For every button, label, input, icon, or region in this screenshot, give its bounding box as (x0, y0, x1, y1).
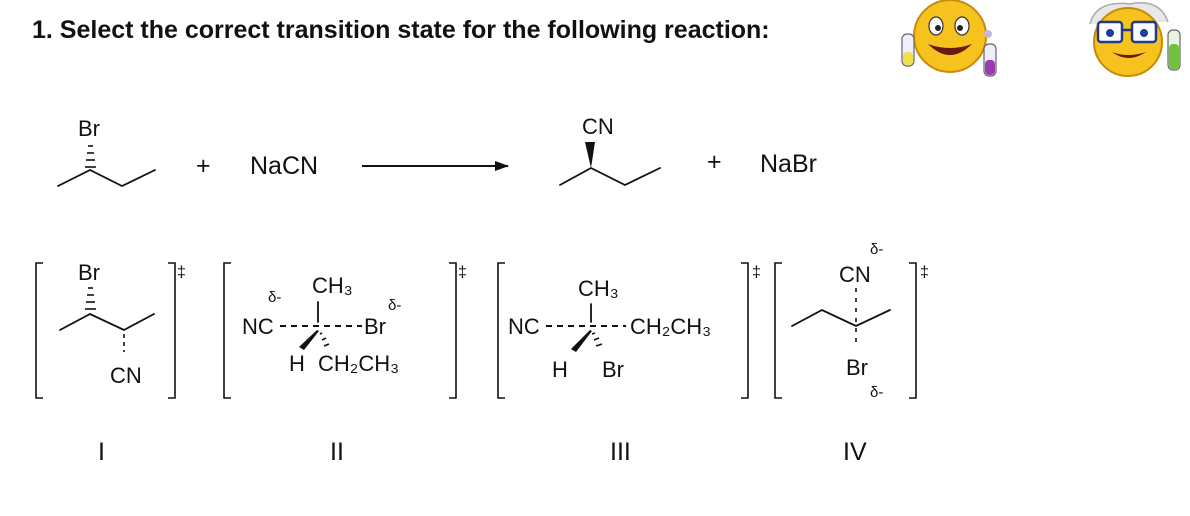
option-4-dagger: ‡ (920, 264, 929, 281)
option-3-structure: ‡ CH₃ NC CH₂CH₃ H Br (497, 262, 761, 399)
reactant-br-label: Br (78, 116, 100, 141)
option-1-dagger: ‡ (177, 264, 186, 281)
option-3-ch2ch3-label: CH₂CH₃ (630, 314, 711, 339)
question-title: 1. Select the correct transition state f… (32, 16, 770, 44)
option-3-ch3-label: CH₃ (578, 276, 619, 301)
option-2-ch2ch3-label: CH₂CH₃ (318, 351, 399, 376)
option-2-delta-right: δ- (388, 297, 401, 314)
option-3-dagger: ‡ (752, 264, 761, 281)
option-3-br-label: Br (602, 357, 624, 382)
option-1-cn-label: CN (110, 363, 142, 388)
option-1-br-label: Br (78, 260, 100, 285)
option-3-nc-label: NC (508, 314, 540, 339)
product-cn-label: CN (582, 114, 614, 139)
option-2-structure: ‡ δ- δ- CH₃ NC Br H CH₂CH₃ (223, 262, 467, 399)
option-2-delta-left: δ- (268, 289, 281, 306)
option-2-h-label: H (289, 351, 305, 376)
option-4-cn-label: CN (839, 262, 871, 287)
option-2-dagger: ‡ (458, 264, 467, 281)
option-4-br-label: Br (846, 355, 868, 380)
plus-sign-1: + (196, 152, 211, 180)
option-2-ch3-label: CH₃ (312, 273, 353, 298)
option-4-delta-bottom: δ- (870, 384, 883, 401)
option-2-numeral: II (330, 438, 344, 466)
smiley-scientist-test-tubes-icon (901, 0, 997, 77)
option-3-h-label: H (552, 357, 568, 382)
option-4-delta-top: δ- (870, 241, 883, 258)
product-structure: CN (559, 114, 661, 187)
plus-sign-2: + (707, 148, 722, 176)
byproduct-nabr: NaBr (760, 150, 817, 178)
option-1-structure: ‡ Br CN (35, 260, 186, 399)
option-3-numeral: III (610, 438, 631, 466)
option-2-br-label: Br (364, 314, 386, 339)
option-2-nc-label: NC (242, 314, 274, 339)
option-4-structure: ‡ δ- CN Br δ- (774, 241, 929, 401)
reactant-structure: Br (57, 116, 156, 188)
smiley-scientist-glasses-icon (1089, 2, 1181, 77)
option-4-numeral: IV (843, 438, 867, 466)
reagent-nacn: NaCN (250, 152, 318, 180)
option-1-numeral: I (98, 438, 105, 466)
